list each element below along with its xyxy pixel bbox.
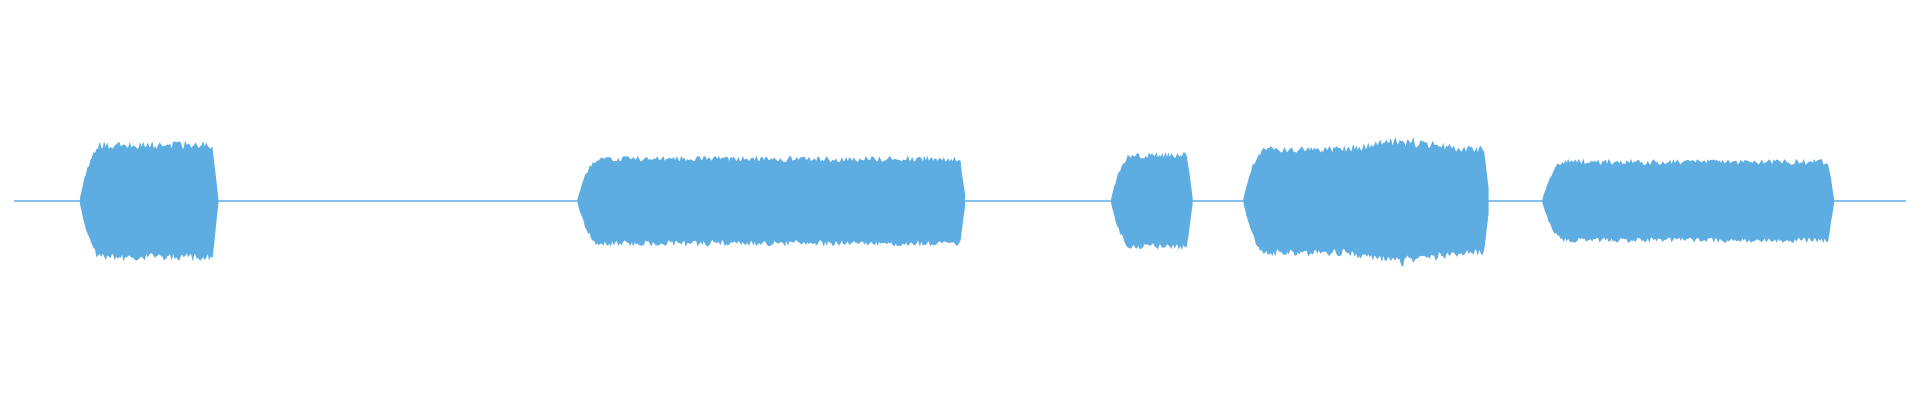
waveform-segment-2 (577, 155, 966, 247)
waveform-segment-1 (79, 140, 219, 262)
waveform-segment-4 (1243, 136, 1489, 267)
waveform-segment-3 (1111, 151, 1193, 251)
waveform-segment-5 (1542, 158, 1834, 244)
waveform-segments (79, 136, 1834, 267)
